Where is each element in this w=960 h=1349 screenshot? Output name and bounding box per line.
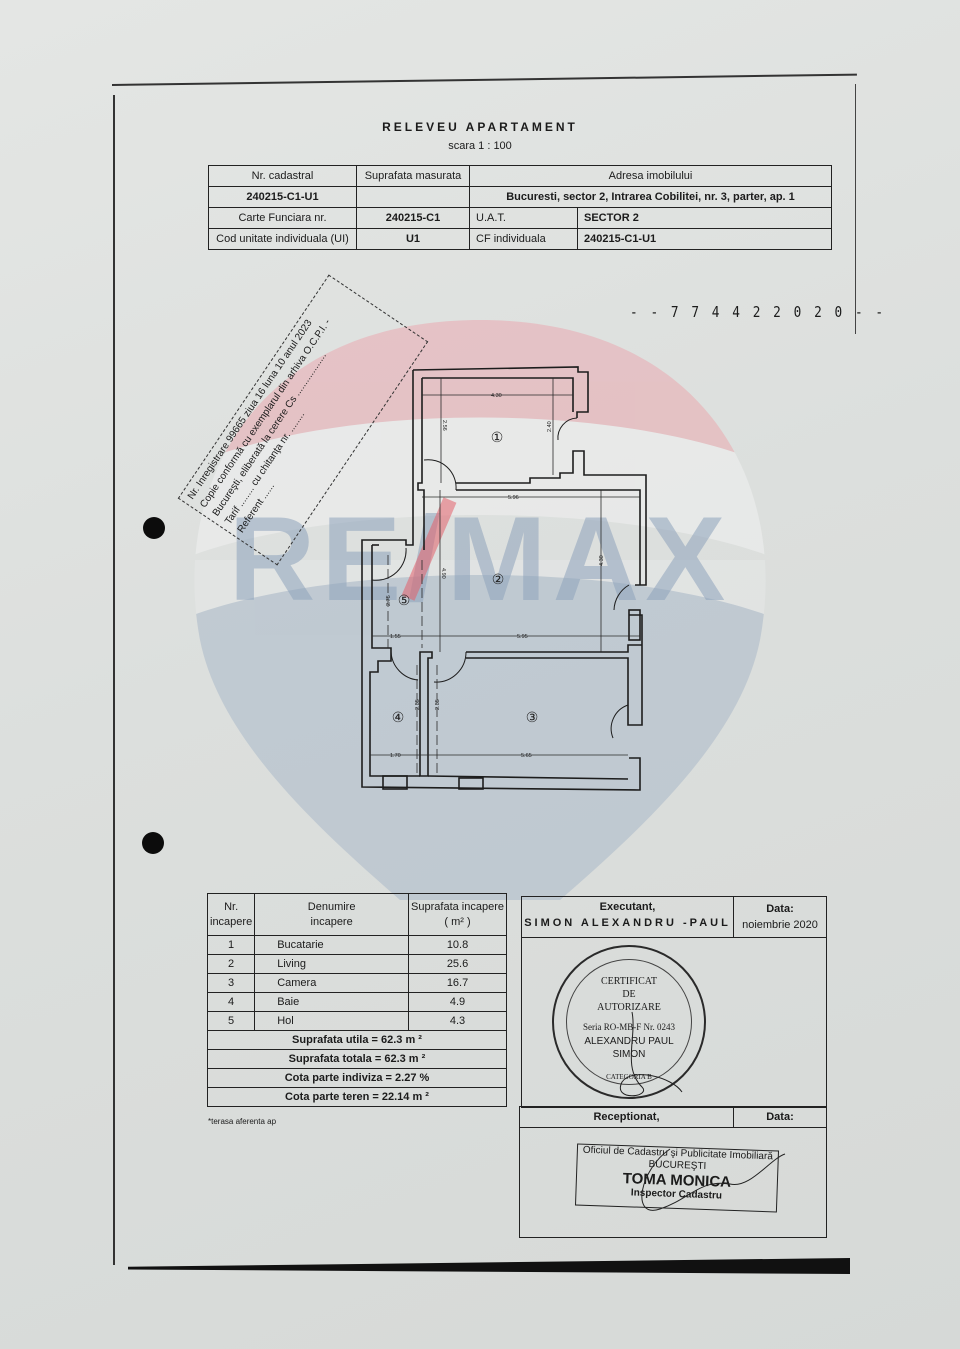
punch-hole-bottom bbox=[142, 832, 164, 854]
total-suprafata-utila: Suprafata utila = 62.3 m ² bbox=[207, 1030, 507, 1050]
executant-date-label: Data: bbox=[766, 903, 794, 915]
dim-living-height-left: 4.90 bbox=[440, 568, 446, 579]
page-border-right bbox=[855, 84, 856, 334]
executant-name: SIMON ALEXANDRU -PAUL bbox=[524, 917, 731, 929]
executant-date-value: noiembrie 2020 bbox=[742, 919, 818, 931]
cod-ui-value: U1 bbox=[356, 228, 470, 250]
dim-room-width: 5.65 bbox=[521, 753, 532, 759]
cf-individuala-label: CF individuala bbox=[469, 228, 578, 250]
header-name-sub: incapere bbox=[310, 915, 353, 928]
dim-kitchen-height-left: 2.56 bbox=[441, 420, 447, 431]
receptionat-signature bbox=[641, 1148, 786, 1211]
room-name: Camera bbox=[254, 973, 410, 993]
dim-kitchen-height-right: 2.40 bbox=[547, 421, 553, 432]
uat-value: SECTOR 2 bbox=[577, 207, 832, 229]
table-row: 4 Baie 4.9 bbox=[206, 992, 507, 1012]
room-name: Baie bbox=[254, 992, 410, 1012]
cadastral-value: 240215-C1-U1 bbox=[208, 186, 357, 208]
dim-bath-width: 1.70 bbox=[390, 753, 401, 759]
room-area: 4.3 bbox=[408, 1011, 507, 1031]
dim-kitchen-width: 4.30 bbox=[491, 393, 502, 399]
floor-plan: 4.30 5.96 1.55 5.95 1.70 5.65 2.56 2.40 … bbox=[361, 366, 647, 791]
receptionat-label: Receptionat, bbox=[520, 1107, 734, 1127]
room-nr: 5 bbox=[206, 1011, 256, 1031]
executant-signature bbox=[619, 1011, 683, 1097]
cota-parte-indiviza: Cota parte indiviza = 2.27 % bbox=[207, 1068, 507, 1088]
cadastral-label: Nr. cadastral bbox=[208, 165, 357, 187]
cadastral-header-table: Nr. cadastral Suprafata masurata Adresa … bbox=[208, 165, 832, 250]
table-row: 5 Hol 4.3 bbox=[206, 1011, 507, 1031]
address-value: Bucuresti, sector 2, Intrarea Cobilitei,… bbox=[469, 186, 832, 208]
receptionat-date-label: Data: bbox=[766, 1111, 794, 1123]
cota-parte-teren: Cota parte teren = 22.14 m ² bbox=[207, 1087, 507, 1107]
document-scale: scara 1 : 100 bbox=[448, 140, 512, 152]
uat-label: U.A.T. bbox=[469, 207, 578, 229]
table-row: 2 Living 25.6 bbox=[206, 954, 507, 974]
terrace-note: *terasa aferenta ap bbox=[208, 1117, 277, 1126]
carte-funciara-label: Carte Funciara nr. bbox=[208, 207, 357, 229]
dim-bath-height: 2.85 bbox=[415, 699, 421, 710]
document-title: RELEVEU APARTAMENT bbox=[382, 120, 578, 134]
address-label: Adresa imobilului bbox=[469, 165, 832, 187]
executant-box: Executant, SIMON ALEXANDRU -PAUL Data: n… bbox=[521, 896, 827, 1108]
dim-hall-height: 2.75 bbox=[386, 595, 392, 606]
header-nr-sub: incapere bbox=[210, 915, 253, 928]
header-nr: Nr. bbox=[224, 900, 239, 913]
rooms-table: Nr. incapere Denumire incapere Suprafata… bbox=[206, 893, 507, 1107]
room-name: Living bbox=[254, 954, 410, 974]
table-row: 3 Camera 16.7 bbox=[206, 973, 507, 993]
cf-individuala-value: 240215-C1-U1 bbox=[577, 228, 832, 250]
surface-label: Suprafata masurata bbox=[356, 165, 470, 187]
page-border-left bbox=[113, 95, 115, 1265]
dim-hall-width: 1.55 bbox=[390, 634, 401, 640]
room-name: Bucatarie bbox=[254, 935, 410, 955]
punch-hole-top bbox=[143, 517, 165, 539]
dim-living-bottom: 5.95 bbox=[517, 634, 528, 640]
total-suprafata-totala: Suprafata totala = 62.3 m ² bbox=[207, 1049, 507, 1069]
registration-number: - - 7 7 4 4 2 2 0 2 0 - - bbox=[630, 303, 886, 321]
room-label-3: ③ bbox=[526, 709, 539, 725]
page-border-top bbox=[111, 73, 857, 86]
room-area: 10.8 bbox=[408, 935, 507, 955]
dim-living-height-right: 4.30 bbox=[599, 555, 605, 566]
room-name: Hol bbox=[254, 1011, 410, 1031]
room-nr: 3 bbox=[206, 973, 256, 993]
executant-label: Executant, bbox=[599, 901, 656, 913]
header-name: Denumire bbox=[307, 900, 356, 913]
seal-line1: CERTIFICAT bbox=[600, 976, 658, 987]
room-area: 25.6 bbox=[408, 954, 507, 974]
seal-name1: ALEXANDRU PAUL bbox=[584, 1036, 674, 1047]
room-label-4: ④ bbox=[392, 709, 405, 725]
header-area: Suprafata incapere bbox=[411, 900, 504, 913]
surface-value bbox=[356, 186, 470, 208]
cod-ui-label: Cod unitate individuala (UI) bbox=[208, 228, 357, 250]
room-nr: 4 bbox=[206, 992, 256, 1012]
receptionat-box: Receptionat, Data: Oficiul de Cadastru ş… bbox=[519, 1106, 827, 1238]
carte-funciara-value: 240215-C1 bbox=[356, 207, 470, 229]
table-row: 1 Bucatarie 10.8 bbox=[206, 935, 507, 955]
seal-serie: Seria RO-MB-F Nr. 0243 bbox=[583, 1022, 675, 1032]
page-border-bottom bbox=[128, 1258, 850, 1274]
room-label-2: ② bbox=[492, 571, 505, 587]
room-label-5: ⑤ bbox=[398, 592, 411, 608]
stamp-line: Bucureşti, eliberată la cerere Cs ......… bbox=[210, 350, 329, 519]
dim-room-height: 2.85 bbox=[435, 699, 441, 710]
room-area: 16.7 bbox=[408, 973, 507, 993]
room-nr: 2 bbox=[206, 954, 256, 974]
seal-name2: SIMON bbox=[612, 1049, 646, 1060]
header-area-unit: ( m² ) bbox=[444, 915, 471, 928]
dim-living-width: 5.96 bbox=[508, 495, 519, 501]
seal-line2: DE bbox=[622, 989, 636, 1000]
seal-line3: AUTORIZARE bbox=[597, 1002, 661, 1013]
room-area: 4.9 bbox=[408, 992, 507, 1012]
room-nr: 1 bbox=[206, 935, 256, 955]
room-label-1: ① bbox=[491, 429, 504, 445]
